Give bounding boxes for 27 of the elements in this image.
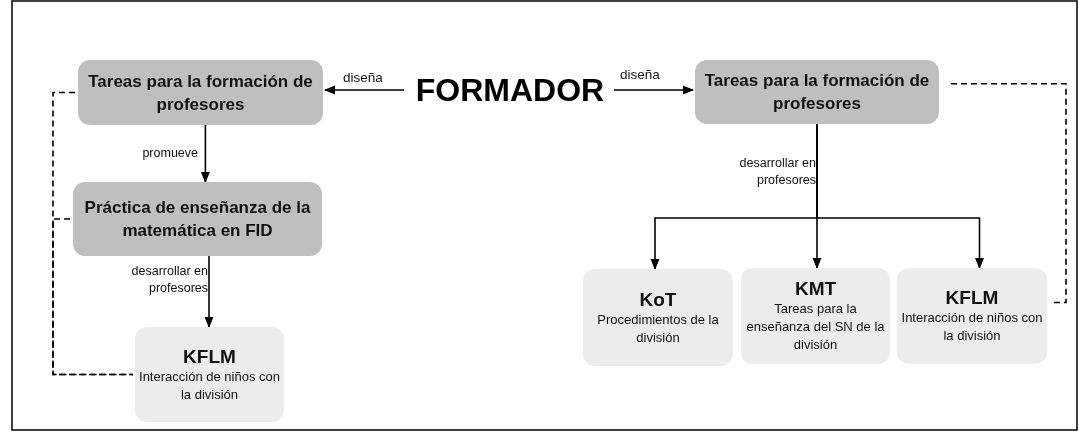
box-text: Procedimientos de la división xyxy=(596,310,720,347)
box-text: Tareas para la formación de profesores xyxy=(703,70,931,115)
arrow xyxy=(816,123,984,270)
process-box xyxy=(73,182,322,256)
arrow xyxy=(323,85,405,95)
box-text: Tareas para la enseñanza del SN de la división xyxy=(745,300,886,354)
box-text: Interacción de niños con la división xyxy=(138,367,281,404)
process-box xyxy=(78,60,323,125)
box-heading: KMT xyxy=(794,278,837,300)
box-text: Interacción de niños con la división xyxy=(900,309,1044,345)
process-box xyxy=(695,60,939,124)
dashed-connector xyxy=(950,82,1067,304)
knowledge-box xyxy=(583,269,733,366)
node-title: FORMADOR xyxy=(415,72,605,108)
arrow xyxy=(204,255,214,329)
box-heading: KFLM xyxy=(945,287,999,309)
box-heading: KoT xyxy=(639,288,677,311)
dashed-connector xyxy=(52,218,134,376)
knowledge-box xyxy=(897,268,1047,364)
box-text: Práctica de enseñanza de la matemática en FID xyxy=(83,197,312,242)
dashed-connector xyxy=(52,91,134,376)
box-heading: KFLM xyxy=(183,345,236,368)
arrow xyxy=(200,124,210,184)
knowledge-box xyxy=(135,327,284,422)
box-text: Tareas para la formación de profesores xyxy=(87,70,314,116)
arrow xyxy=(613,85,695,95)
knowledge-box xyxy=(741,268,890,364)
